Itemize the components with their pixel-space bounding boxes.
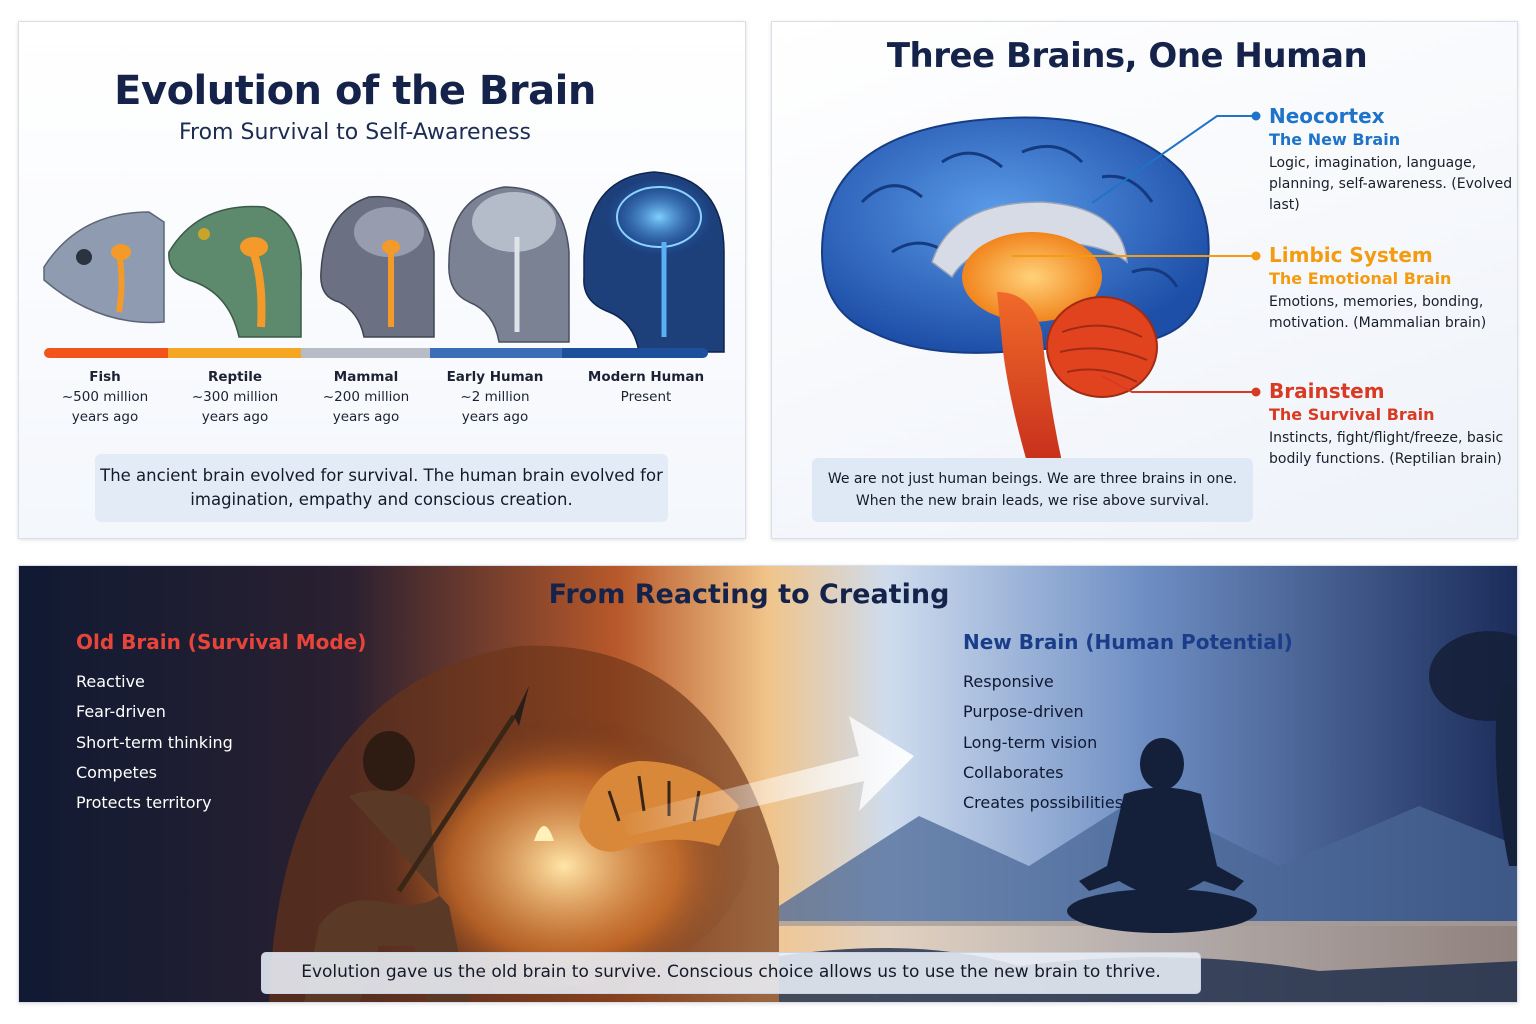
reacting-creating-title: From Reacting to Creating <box>548 579 950 610</box>
stage-early-human: Early Human ~2 million years ago <box>440 367 550 427</box>
stage-name: Fish <box>89 369 121 385</box>
neocortex-callout-line <box>1092 111 1261 204</box>
stage-age: Present <box>620 389 672 405</box>
new-brain-heading: New Brain (Human Potential) <box>963 630 1293 654</box>
region-description: Emotions, memories, bonding, motivation.… <box>1269 294 1487 331</box>
meditating-person-icon <box>1067 738 1257 933</box>
mammal-head-icon <box>320 195 435 338</box>
brainstem-callout-line <box>1102 375 1261 397</box>
stage-age: ~500 million <box>61 389 149 405</box>
timeline-segment-early-human <box>430 348 562 358</box>
reacting-creating-panel: From Reacting to Creating Old Brain (Sur… <box>18 565 1518 1003</box>
evolution-panel: Evolution of the Brain From Survival to … <box>18 21 746 539</box>
stage-name: Mammal <box>333 369 399 385</box>
region-description: Instincts, fight/flight/freeze, basic bo… <box>1269 430 1504 467</box>
stage-age: ~200 million <box>322 389 410 405</box>
caption-line: We are not just human beings. We are thr… <box>827 471 1238 487</box>
stage-name: Reptile <box>207 369 263 385</box>
region-name: Neocortex <box>1269 104 1385 128</box>
region-subtitle: The Survival Brain <box>1269 405 1435 424</box>
list-item: Competes <box>76 762 157 782</box>
region-description: Logic, imagination, language, planning, … <box>1269 155 1513 213</box>
list-item: Collaborates <box>963 762 1064 782</box>
region-subtitle: The Emotional Brain <box>1269 269 1452 288</box>
stage-name: Modern Human <box>587 369 705 385</box>
reptile-head-icon <box>168 205 302 338</box>
region-name: Limbic System <box>1269 243 1433 267</box>
evolution-title: Evolution of the Brain <box>114 68 596 114</box>
transition-arrow-icon <box>619 716 914 836</box>
brainstem-shape <box>997 292 1158 462</box>
limbic-callout-line <box>1012 251 1261 261</box>
early-human-head-icon <box>448 186 570 343</box>
stage-mammal: Mammal ~200 million years ago <box>318 367 414 427</box>
timeline-segment-fish <box>44 348 168 358</box>
stage-age-unit: years ago <box>201 409 269 425</box>
list-item: Protects territory <box>76 793 212 813</box>
stage-fish: Fish ~500 million years ago <box>57 367 153 427</box>
stage-name: Early Human <box>446 369 544 385</box>
region-neocortex: Neocortex The New Brain Logic, imaginati… <box>1269 104 1514 216</box>
timeline-segment-modern-human <box>562 348 708 358</box>
evolution-heads-illustration <box>43 171 725 353</box>
reacting-creating-caption: Evolution gave us the old brain to survi… <box>261 952 1201 994</box>
brain-cross-section-illustration <box>820 116 1210 462</box>
stage-age: ~2 million <box>460 389 530 405</box>
stage-age-unit: years ago <box>461 409 529 425</box>
region-subtitle: The New Brain <box>1269 130 1401 149</box>
fish-head-icon <box>43 211 165 324</box>
new-brain-list: Responsive Purpose-driven Long-term visi… <box>963 667 1123 818</box>
list-item: Long-term vision <box>963 732 1098 752</box>
stage-modern-human: Modern Human Present <box>581 367 711 407</box>
three-brains-panel: Three Brains, One Human <box>771 21 1518 539</box>
list-item: Reactive <box>76 672 145 691</box>
caption-line: When the new brain leads, we rise above … <box>855 493 1210 509</box>
modern-human-head-icon <box>583 171 725 353</box>
region-brainstem: Brainstem The Survival Brain Instincts, … <box>1269 379 1514 470</box>
list-item: Purpose-driven <box>963 702 1084 722</box>
tree-icon <box>1429 631 1517 866</box>
evolution-caption: The ancient brain evolved for survival. … <box>95 454 668 522</box>
caveman-icon <box>304 686 529 1002</box>
old-brain-list: Reactive Fear-driven Short-term thinking… <box>76 667 233 818</box>
three-brains-caption: We are not just human beings. We are thr… <box>812 458 1253 522</box>
evolution-subtitle: From Survival to Self-Awareness <box>178 120 531 145</box>
list-item: Responsive <box>963 672 1054 691</box>
region-limbic-system: Limbic System The Emotional Brain Emotio… <box>1269 243 1514 334</box>
stage-age-unit: years ago <box>332 409 400 425</box>
limbic-system-shape <box>931 201 1128 322</box>
three-brains-title: Three Brains, One Human <box>886 36 1368 76</box>
stage-reptile: Reptile ~300 million years ago <box>187 367 283 427</box>
cave-to-meditation-illustration <box>269 631 1517 1002</box>
stage-age: ~300 million <box>191 389 279 405</box>
list-item: Short-term thinking <box>76 732 233 752</box>
list-item: Fear-driven <box>76 702 166 722</box>
timeline-segment-mammal <box>301 348 430 358</box>
old-brain-heading: Old Brain (Survival Mode) <box>76 630 367 654</box>
evolution-timeline-bar <box>44 348 708 358</box>
list-item: Creates possibilities <box>963 793 1124 813</box>
region-name: Brainstem <box>1269 379 1385 403</box>
timeline-segment-reptile <box>168 348 301 358</box>
stage-age-unit: years ago <box>71 409 139 425</box>
